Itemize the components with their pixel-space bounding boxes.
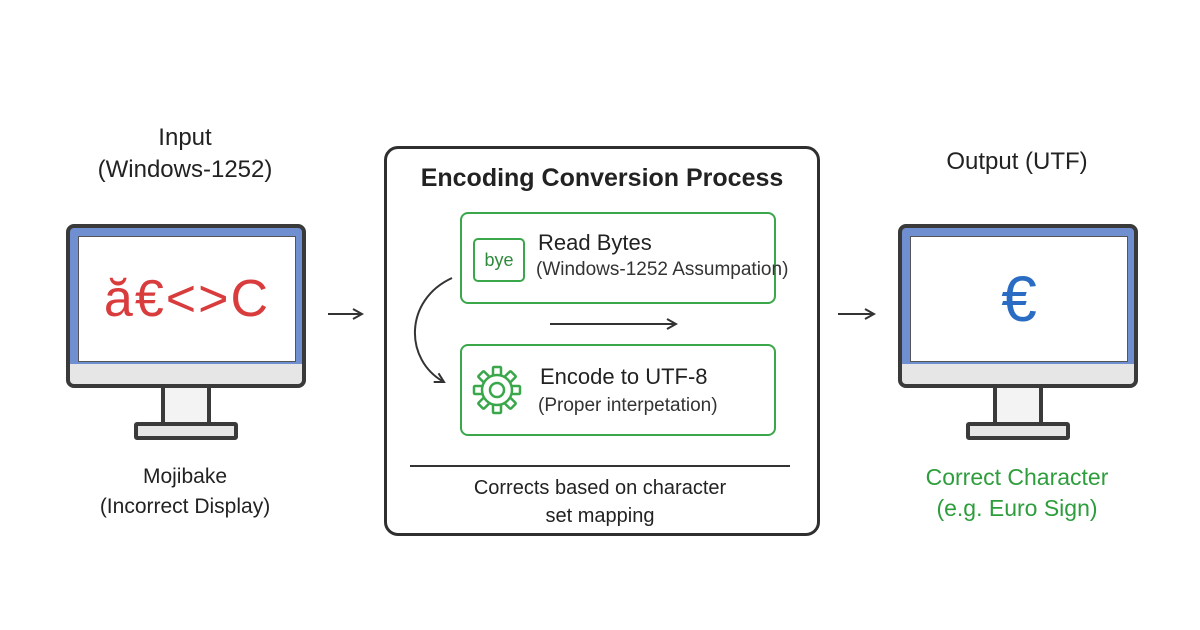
process-note: Corrects based on character set mapping bbox=[440, 474, 760, 530]
process-divider bbox=[410, 465, 790, 467]
input-monitor: ă€<>C bbox=[66, 224, 306, 442]
process-note-line2: set mapping bbox=[545, 505, 655, 527]
input-title-line2: (Windows-1252) bbox=[97, 156, 273, 183]
input-caption-line1: Mojibake bbox=[142, 465, 228, 488]
step2-title: Encode to UTF-8 bbox=[540, 364, 708, 389]
mojibake-text: ă€<>C bbox=[103, 270, 271, 328]
process-note-line1: Corrects based on character bbox=[473, 477, 727, 499]
input-monitor-base bbox=[134, 422, 238, 440]
output-monitor-screen: € bbox=[910, 236, 1128, 362]
input-monitor-stand bbox=[161, 388, 211, 422]
step-read-bytes bbox=[460, 212, 776, 304]
output-monitor-stand bbox=[993, 388, 1043, 422]
step1-title: Read Bytes bbox=[538, 230, 652, 255]
step1-subtitle: (Windows-1252 Assumpation) bbox=[536, 259, 789, 280]
bye-badge-icon: bye bbox=[473, 238, 525, 282]
input-title: Input (Windows-1252) bbox=[60, 122, 310, 186]
step2-subtitle: (Proper interpetation) bbox=[538, 395, 718, 416]
output-monitor-bezel: € bbox=[898, 224, 1138, 372]
input-monitor-bezel: ă€<>C bbox=[66, 224, 306, 372]
curved-flow-arrow bbox=[413, 277, 453, 382]
gear-icon bbox=[472, 365, 522, 415]
input-title-line1: Input bbox=[158, 124, 212, 151]
output-caption: Correct Character (e.g. Euro Sign) bbox=[892, 462, 1142, 524]
output-monitor: € bbox=[898, 224, 1138, 442]
input-caption-line2: (Incorrect Display) bbox=[99, 495, 271, 518]
input-monitor-screen: ă€<>C bbox=[78, 236, 296, 362]
output-title: Output (UTF) bbox=[946, 148, 1088, 175]
input-caption: Mojibake (Incorrect Display) bbox=[60, 462, 310, 522]
process-box bbox=[384, 146, 820, 536]
process-title: Encoding Conversion Process bbox=[420, 164, 784, 192]
euro-sign-text: € bbox=[1001, 263, 1037, 335]
output-monitor-chin bbox=[898, 364, 1138, 388]
output-caption-line1: Correct Character bbox=[925, 464, 1109, 490]
output-monitor-base bbox=[966, 422, 1070, 440]
output-caption-line2: (e.g. Euro Sign) bbox=[936, 495, 1098, 521]
input-monitor-chin bbox=[66, 364, 306, 388]
